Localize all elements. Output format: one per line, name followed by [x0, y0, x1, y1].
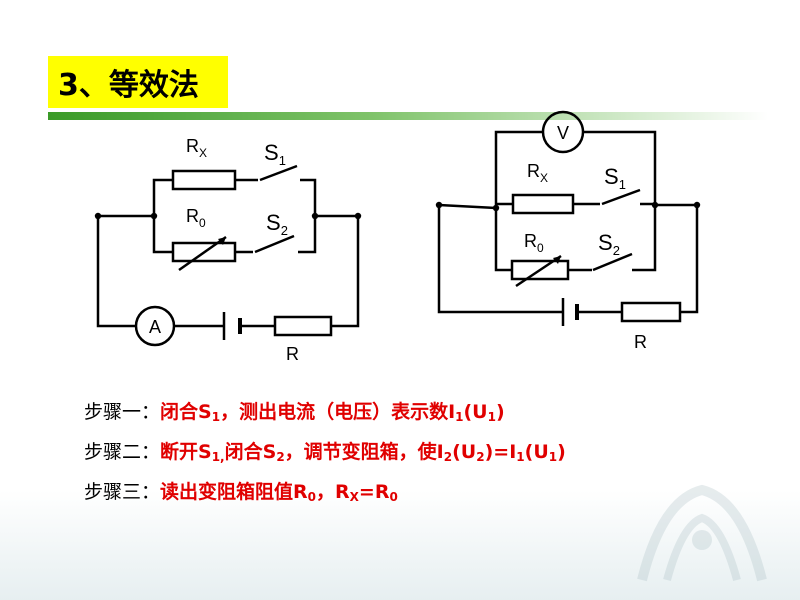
- circuit1: [96, 164, 360, 347]
- c2-wire-right: [655, 203, 699, 314]
- page-title: 3、等效法: [48, 56, 228, 108]
- c2-nodes: [435, 201, 701, 264]
- circuit-diagrams: RX R0 S1 S2 A R: [94, 110, 701, 364]
- watermark-logo-icon: [637, 484, 767, 582]
- c2-voltmeter: [541, 110, 585, 154]
- c1-wire-left: [96, 216, 136, 328]
- c2-branch-bottom-left: [494, 208, 512, 272]
- c2-wire-left: [437, 205, 563, 314]
- c1-switch-s1: [259, 164, 298, 182]
- background-fade: [0, 490, 800, 600]
- c2-resistor-r: [620, 301, 682, 323]
- c2-voltmeter-label: V: [557, 123, 569, 143]
- c1-branch-top-left: [152, 178, 173, 216]
- c2-switch-s1: [601, 188, 641, 206]
- c2-r-label: R: [634, 332, 647, 352]
- c2-r0-label: R0: [524, 231, 544, 255]
- c1-nodes: [94, 212, 362, 245]
- c1-resistor-r: [273, 315, 333, 337]
- step-3-label: 步骤三：: [84, 481, 161, 503]
- c1-s2-label: S2: [266, 210, 288, 238]
- c1-rheostat-arrow: [178, 235, 227, 272]
- c1-resistor-r0: [171, 241, 237, 263]
- title-underline-bar: [48, 112, 768, 120]
- c2-s2-label: S2: [598, 230, 620, 258]
- c1-ammeter-label: A: [149, 317, 161, 337]
- step-2-text: 断开S1,闭合S2，调节变阻箱，使I2(U2)=I1(U1): [160, 441, 566, 464]
- step-1-text: 闭合S1，测出电流（电压）表示数I1(U1): [160, 401, 505, 424]
- c1-rheostat-arrowhead: [218, 237, 226, 245]
- c1-resistor-rx: [171, 169, 237, 191]
- circuit2: [437, 110, 699, 326]
- steps-list: 步骤一：闭合S1，测出电流（电压）表示数I1(U1) 步骤二：断开S1,闭合S2…: [84, 392, 566, 512]
- step-1-label: 步骤一：: [84, 401, 161, 423]
- c1-switch-s2: [254, 234, 295, 254]
- step-2-label: 步骤二：: [84, 441, 161, 463]
- step-1: 步骤一：闭合S1，测出电流（电压）表示数I1(U1): [84, 392, 566, 432]
- step-3: 步骤三：读出变阻箱阻值R0，RX=R0: [84, 472, 566, 512]
- c2-wire-volt-left: [494, 130, 543, 208]
- c2-resistor-r0: [510, 259, 570, 281]
- c2-resistor-rx: [511, 193, 575, 215]
- c1-wire-right: [315, 214, 360, 328]
- c1-s1-label: S1: [264, 140, 286, 168]
- c1-branch-bottom-left: [152, 216, 173, 254]
- c2-branch-right: [632, 202, 657, 272]
- c2-rx-label: RX: [527, 161, 548, 185]
- c2-wire-left-top: [438, 203, 497, 210]
- c2-s1-label: S1: [604, 164, 626, 192]
- c2-rheostat-arrowhead: [553, 256, 561, 264]
- c2-rheostat-arrow: [515, 254, 562, 288]
- c2-switch-s2: [592, 252, 633, 272]
- c1-r-label: R: [286, 344, 299, 364]
- c1-ammeter: [134, 305, 176, 347]
- step-2: 步骤二：断开S1,闭合S2，调节变阻箱，使I2(U2)=I1(U1): [84, 432, 566, 472]
- c1-rx-label: RX: [186, 136, 207, 160]
- c2-wire-volt-right: [583, 130, 657, 205]
- c1-r0-label: R0: [186, 206, 206, 230]
- step-3-text: 读出变阻箱阻值R0，RX=R0: [160, 481, 398, 504]
